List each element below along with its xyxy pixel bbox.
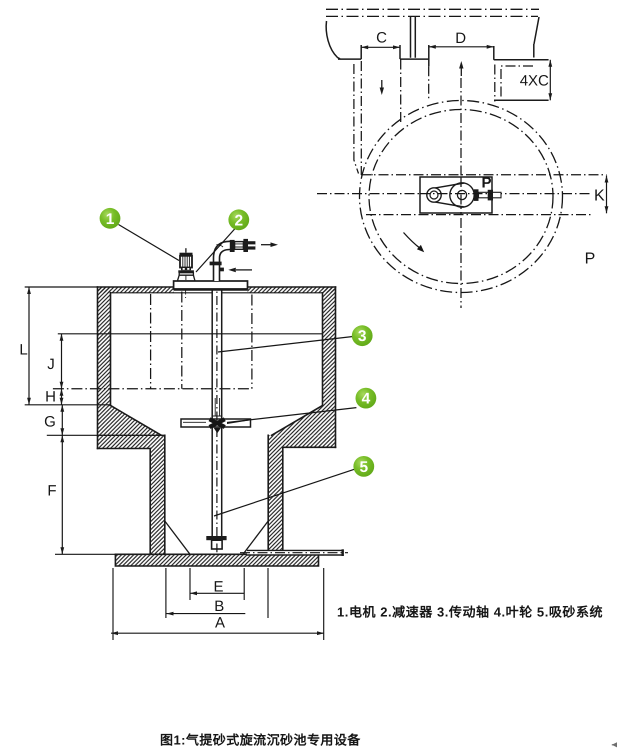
svg-text:A: A [215, 615, 225, 632]
svg-text:L: L [19, 342, 27, 359]
svg-text:图1:气提砂式旋流沉砂池专用设备: 图1:气提砂式旋流沉砂池专用设备 [160, 733, 361, 748]
svg-text:H: H [45, 389, 56, 406]
svg-text:E: E [213, 578, 223, 595]
svg-text:1: 1 [106, 211, 115, 228]
svg-text:2: 2 [234, 212, 243, 229]
svg-text:1.电机 2.减速器 3.传动轴 4.叶轮 5.吸砂系统: 1.电机 2.减速器 3.传动轴 4.叶轮 5.吸砂系统 [337, 605, 603, 620]
svg-text:D: D [455, 30, 466, 47]
svg-text:G: G [44, 414, 56, 431]
svg-text:B: B [214, 598, 224, 615]
svg-text:3: 3 [358, 328, 367, 345]
svg-text:P: P [585, 251, 596, 268]
svg-text:F: F [47, 483, 56, 500]
svg-text:4XC: 4XC [520, 73, 549, 90]
svg-text:P: P [481, 175, 491, 192]
svg-text:5: 5 [359, 459, 368, 476]
svg-text:4: 4 [362, 391, 371, 408]
svg-text:K: K [594, 188, 605, 205]
svg-text:C: C [376, 30, 387, 47]
svg-text:J: J [47, 356, 55, 373]
